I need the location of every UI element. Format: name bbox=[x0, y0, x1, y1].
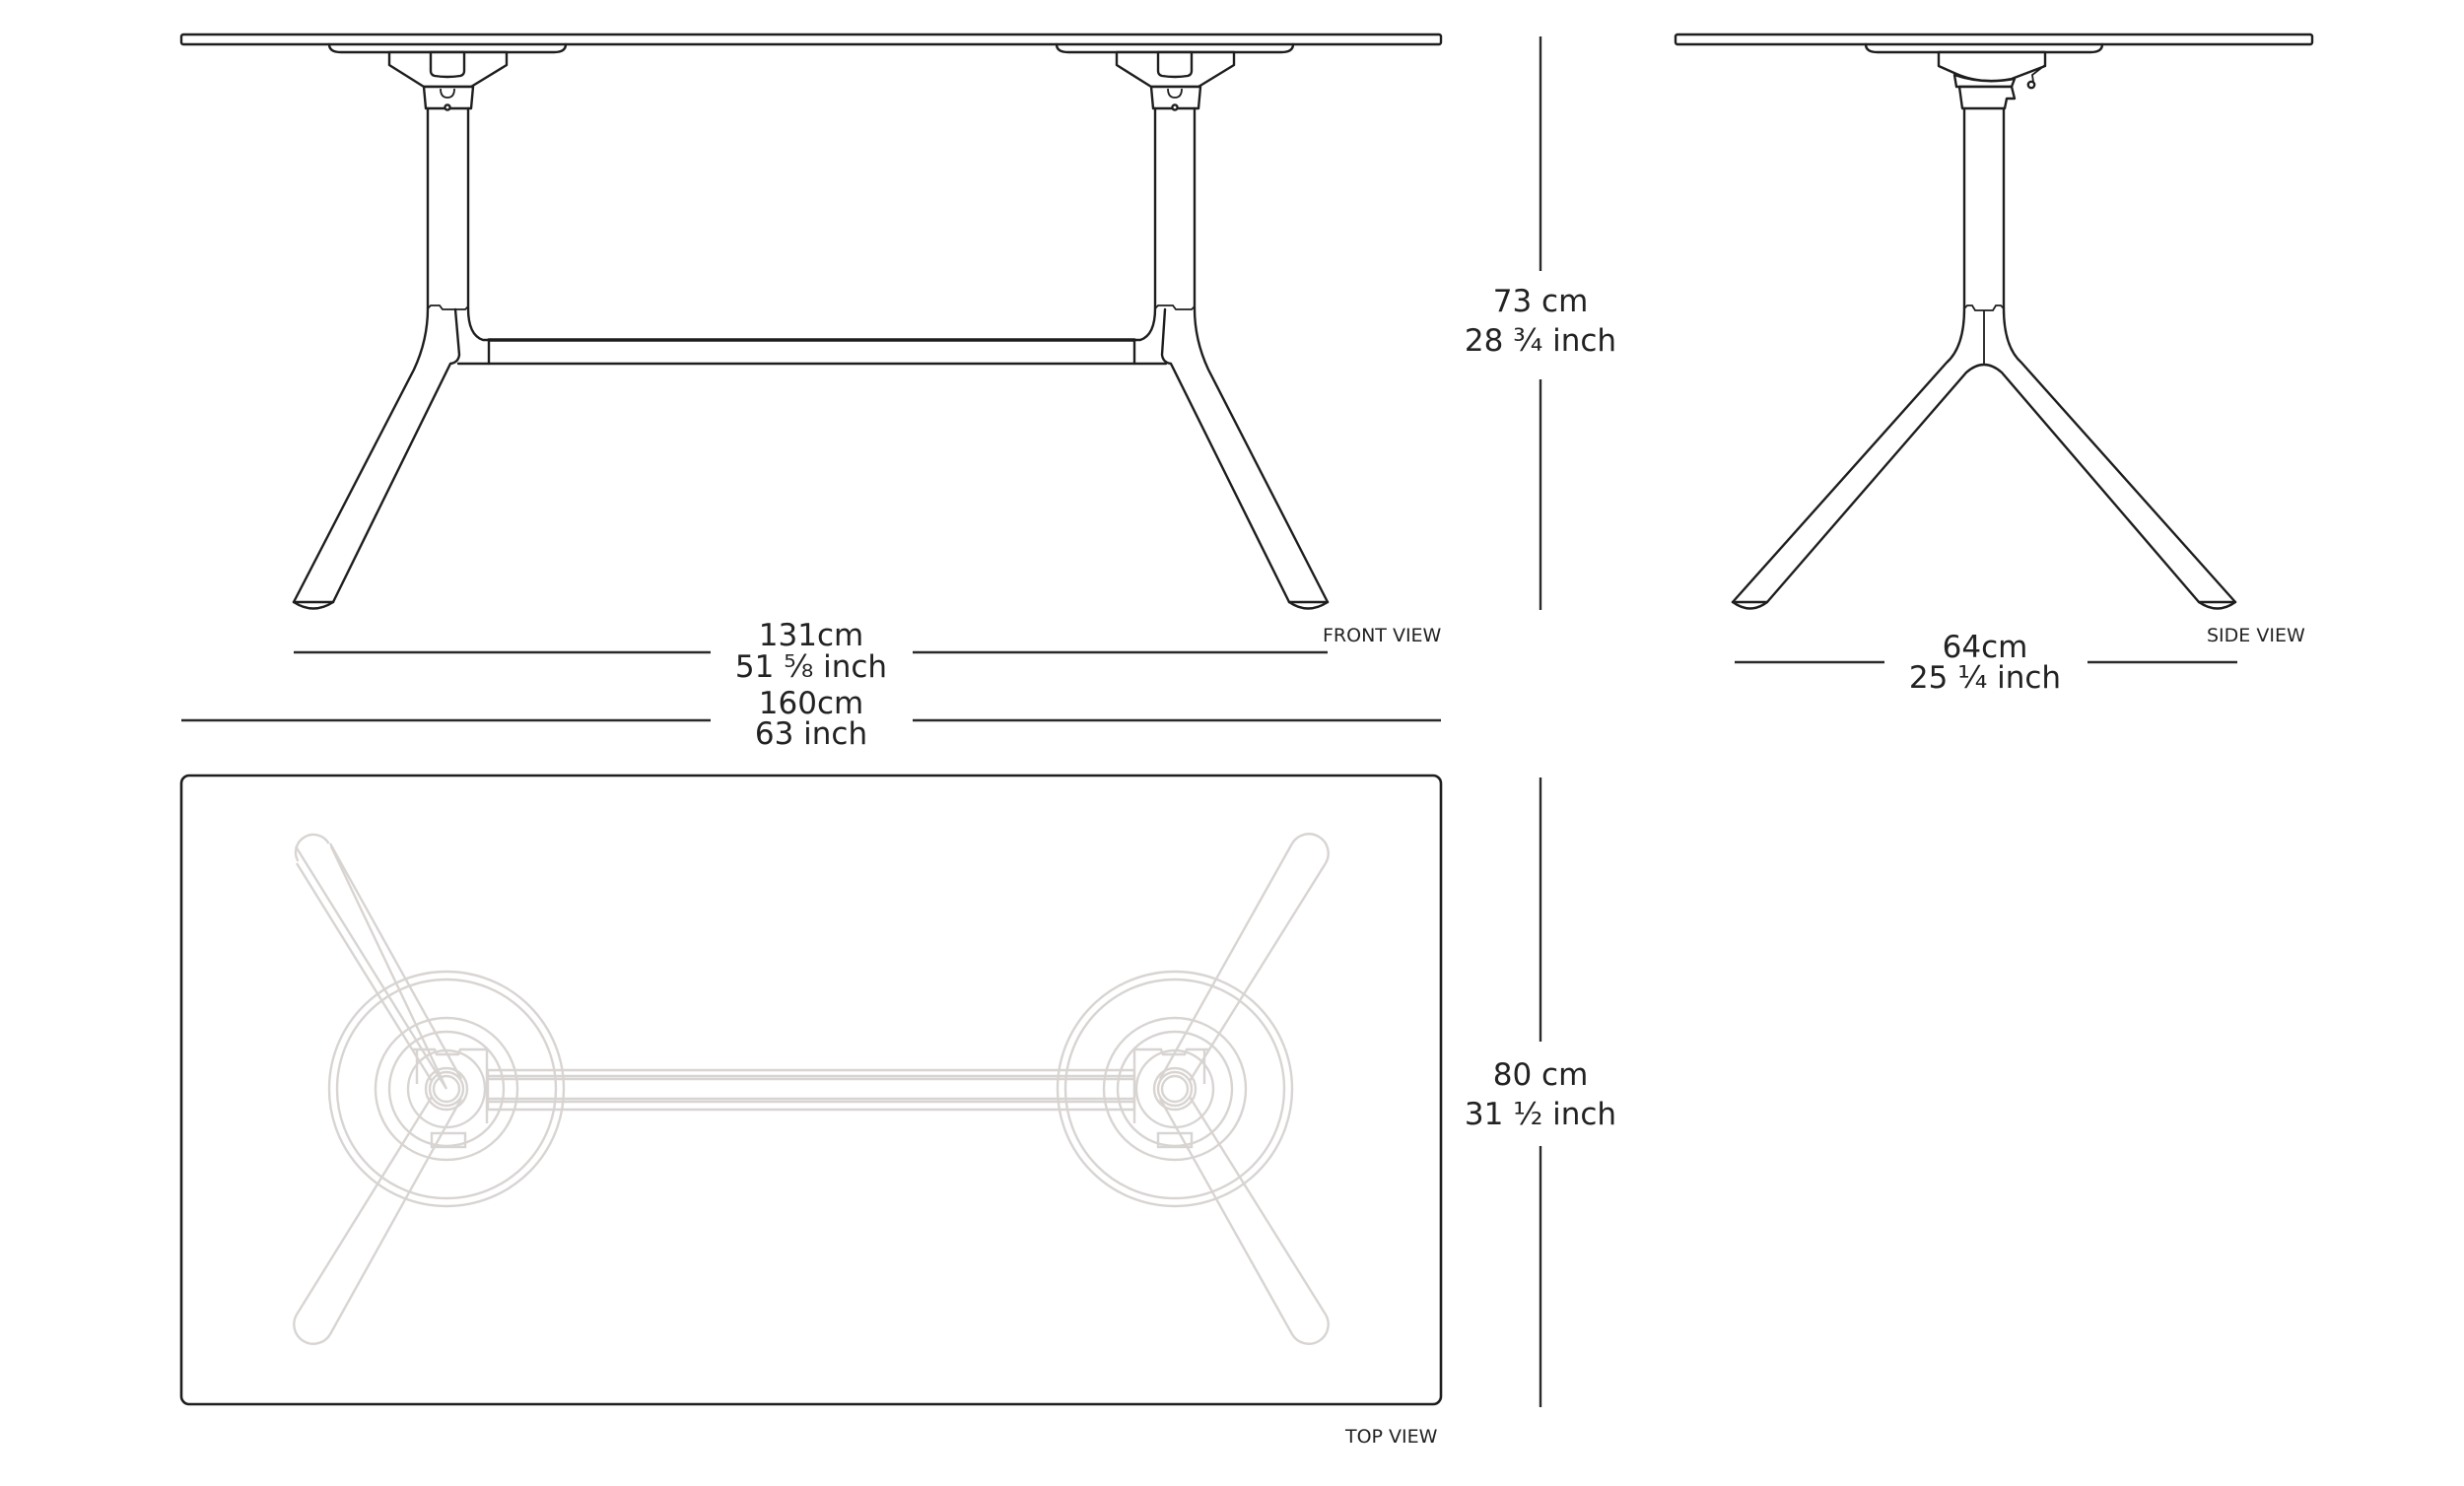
width-inch-label: 31 ½ inch bbox=[1465, 1097, 1616, 1132]
side-span-cm-label: 64cm bbox=[1943, 630, 2028, 665]
front-view: 73 cm 28 ¾ inch 131cm 51 ⅝ inch 160cm 63… bbox=[179, 33, 1616, 752]
side-post bbox=[1962, 106, 2006, 364]
top-view: 80 cm 31 ½ inch TOP VIEW bbox=[179, 774, 1616, 1448]
front-crossbar bbox=[456, 338, 1168, 366]
side-tabletop bbox=[1674, 33, 2314, 46]
width-cm-label: 80 cm bbox=[1493, 1057, 1589, 1093]
height-cm-label: 73 cm bbox=[1493, 284, 1589, 319]
side-span-inch-label: 25 ¼ inch bbox=[1909, 660, 2061, 696]
leg-span-inch-label: 51 ⅝ inch bbox=[735, 649, 887, 685]
top-view-label: TOP VIEW bbox=[1344, 1426, 1438, 1448]
front-post-left bbox=[426, 106, 470, 310]
side-hinge bbox=[1937, 50, 2047, 110]
side-legs bbox=[1731, 306, 2237, 610]
front-leg-left bbox=[292, 306, 491, 610]
height-inch-label: 28 ¾ inch bbox=[1465, 323, 1616, 359]
front-post-right bbox=[1153, 106, 1197, 310]
front-hinge-left bbox=[387, 50, 509, 111]
top-tabletop-outline bbox=[179, 774, 1443, 1406]
side-view: 64cm 25 ¼ inch SIDE VIEW bbox=[1674, 33, 2314, 696]
front-tabletop bbox=[179, 33, 1443, 46]
top-view-base-ghost bbox=[293, 833, 1330, 1345]
front-leg-right bbox=[1132, 306, 1330, 610]
leg-span-cm-label: 131cm bbox=[759, 618, 863, 653]
front-hinge-right bbox=[1115, 50, 1236, 111]
side-view-label: SIDE VIEW bbox=[2207, 625, 2305, 646]
length-cm-label: 160cm bbox=[759, 686, 863, 721]
front-view-label: FRONT VIEW bbox=[1323, 625, 1442, 646]
length-inch-label: 63 inch bbox=[755, 716, 867, 752]
